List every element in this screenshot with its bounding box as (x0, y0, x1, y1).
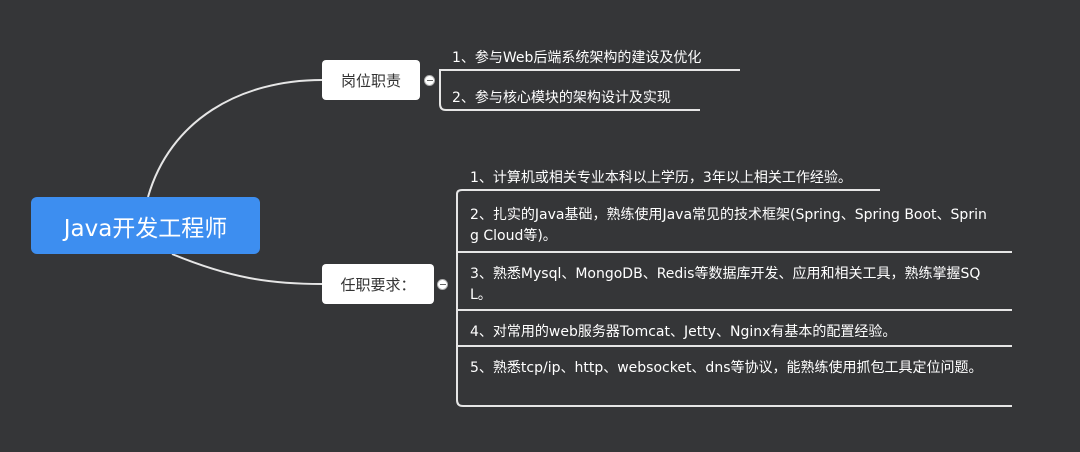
duty-item-2[interactable]: 2、参与核心模块的架构设计及实现 (452, 88, 712, 109)
root-to-requirements-connector (171, 253, 323, 285)
requirement-item-5[interactable]: 5、熟悉tcp/ip、http、websocket、dns等协议，能熟练使用抓包… (470, 358, 994, 379)
requirement-item-1[interactable]: 1、计算机或相关专业本科以上学历，3年以上相关工作经验。 (470, 168, 890, 189)
branch-requirements-label: 任职要求： (340, 275, 416, 294)
requirement-item-3-text: 3、熟悉Mysql、MongoDB、Redis等数据库开发、应用和相关工具，熟练… (470, 266, 981, 303)
req-1-underline (456, 189, 880, 195)
branch-duties[interactable]: 岗位职责 (322, 60, 420, 100)
collapse-toggle-duties[interactable] (424, 75, 435, 86)
duty-item-2-text: 2、参与核心模块的架构设计及实现 (452, 90, 671, 106)
root-label: Java开发工程师 (63, 215, 228, 242)
duty-item-1-text: 1、参与Web后端系统架构的建设及优化 (452, 50, 702, 66)
root-to-duties-connector (147, 79, 323, 198)
requirement-item-5-text: 5、熟悉tcp/ip、http、websocket、dns等协议，能熟练使用抓包… (470, 360, 983, 376)
branch-requirements[interactable]: 任职要求： (322, 264, 434, 304)
requirement-item-2-text: 2、扎实的Java基础，熟练使用Java常见的技术框架(Spring、Sprin… (470, 207, 987, 244)
req-5-underline (456, 399, 1012, 407)
requirement-item-4[interactable]: 4、对常用的web服务器Tomcat、Jetty、Nginx有基本的配置经验。 (470, 322, 994, 343)
requirement-item-4-text: 4、对常用的web服务器Tomcat、Jetty、Nginx有基本的配置经验。 (470, 324, 897, 340)
root-node[interactable]: Java开发工程师 (31, 197, 260, 254)
duty-2-underline (439, 80, 700, 111)
requirement-item-3[interactable]: 3、熟悉Mysql、MongoDB、Redis等数据库开发、应用和相关工具，熟练… (470, 264, 994, 306)
requirement-item-2[interactable]: 2、扎实的Java基础，熟练使用Java常见的技术框架(Spring、Sprin… (470, 205, 994, 247)
collapse-toggle-requirements[interactable] (437, 279, 448, 290)
branch-duties-label: 岗位职责 (340, 71, 401, 90)
requirement-item-1-text: 1、计算机或相关专业本科以上学历，3年以上相关工作经验。 (470, 170, 852, 186)
duty-item-1[interactable]: 1、参与Web后端系统架构的建设及优化 (452, 48, 752, 69)
duty-1-underline (439, 69, 740, 80)
